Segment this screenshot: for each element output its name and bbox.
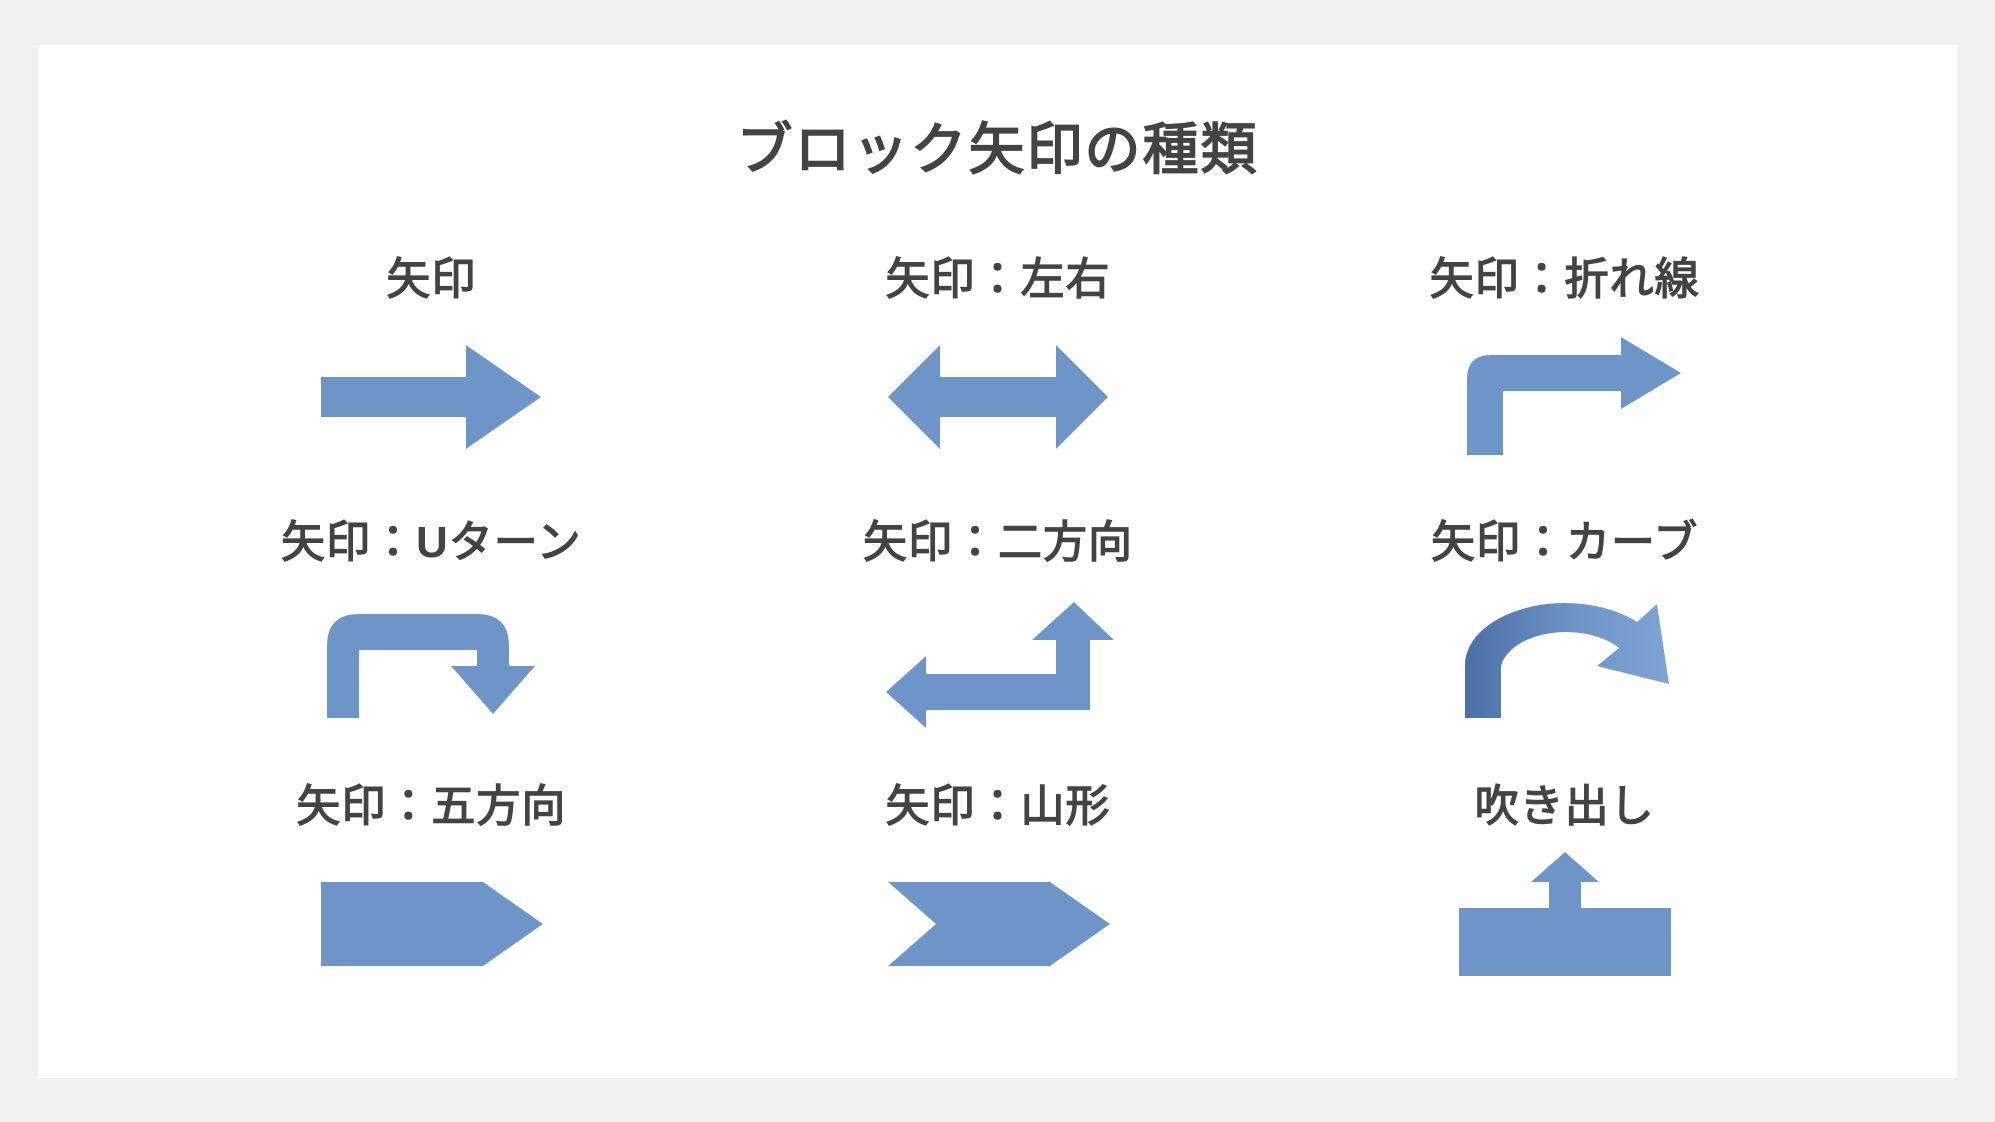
shape-label: 矢印：左右 — [885, 255, 1111, 304]
shape-label: 矢印：山形 — [885, 781, 1111, 831]
shape-cell-arrow-pentagon[interactable]: 矢印：五方向 — [148, 772, 715, 1035]
shape-cell-arrow-left-right[interactable]: 矢印：左右 — [715, 245, 1282, 508]
slide-canvas: ブロック矢印の種類 矢印 矢印：左右 矢印：折れ線 — [38, 45, 1957, 1078]
shape-cell-arrow-bent[interactable]: 矢印：折れ線 — [1281, 245, 1848, 508]
shape-cell-arrow-bent-double[interactable]: 矢印：二方向 — [715, 508, 1282, 771]
shape-cell-arrow-right[interactable]: 矢印 — [148, 245, 715, 508]
shape-label: 矢印 — [386, 255, 477, 304]
arrow-u-turn-icon — [311, 600, 551, 720]
shape-gallery-grid: 矢印 矢印：左右 矢印：折れ線 — [148, 245, 1848, 1035]
arrow-callout-up-icon — [1445, 851, 1685, 984]
arrow-left-right-icon — [878, 337, 1118, 457]
arrow-curved-icon — [1445, 600, 1685, 720]
shape-label: 矢印：五方向 — [296, 781, 567, 831]
arrow-right-icon — [311, 337, 551, 457]
shape-label: 矢印：折れ線 — [1429, 255, 1700, 304]
shape-label: 吹き出し — [1474, 781, 1655, 831]
shape-label: 矢印：カーブ — [1430, 518, 1699, 568]
shape-cell-arrow-curved[interactable]: 矢印：カーブ — [1281, 508, 1848, 771]
shape-cell-arrow-u-turn[interactable]: 矢印：Uターン — [148, 508, 715, 771]
arrow-bent-double-icon — [878, 600, 1118, 729]
shape-label: 矢印：Uターン — [281, 518, 582, 568]
shape-cell-arrow-callout-up[interactable]: 吹き出し — [1281, 772, 1848, 1035]
arrow-bent-icon — [1445, 337, 1685, 457]
arrow-pentagon-icon — [311, 864, 551, 984]
page-title: ブロック矢印の種類 — [736, 118, 1259, 181]
shape-label: 矢印：二方向 — [862, 518, 1133, 568]
arrow-chevron-icon — [878, 864, 1118, 984]
shape-cell-arrow-chevron[interactable]: 矢印：山形 — [715, 772, 1282, 1035]
